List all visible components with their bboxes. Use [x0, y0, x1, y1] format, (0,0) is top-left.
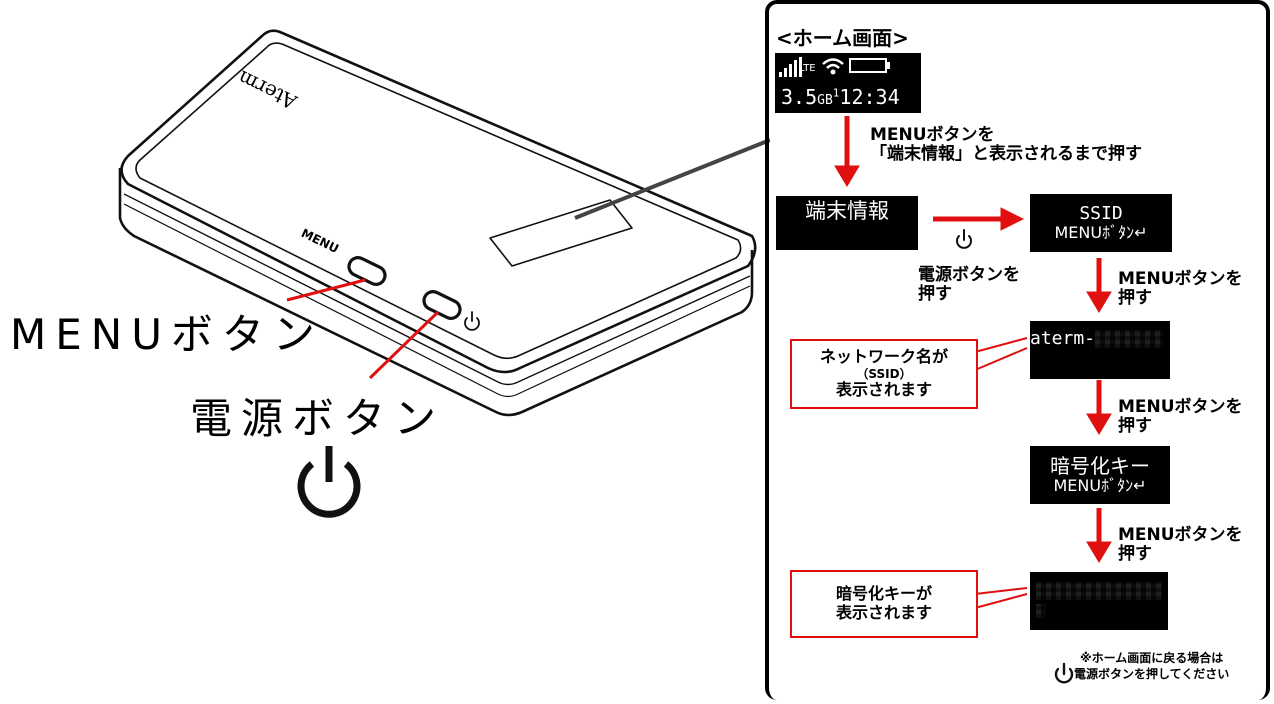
note-network-name: ネットワーク名が （SSID） 表示されます [790, 339, 978, 409]
home-screen-lcd: LTE 3.5GB112:34 [775, 53, 921, 113]
data-usage: 3.5GB112:34 [781, 85, 900, 109]
note-key: 暗号化キーが 表示されます [790, 570, 978, 638]
small-power-icon [956, 229, 972, 249]
power-push-label: 電源ボタンを 押す [918, 265, 1020, 304]
battery-tip [887, 62, 890, 69]
home-screen-title: <ホーム画面> [776, 26, 909, 50]
leader-line [574, 138, 770, 220]
battery-icon [849, 58, 887, 73]
screen-ssid-value: aterm- [1030, 321, 1170, 379]
power-icon [297, 446, 361, 518]
signal-icon [779, 57, 802, 77]
power-button-label: 電源ボタン [190, 394, 446, 443]
router-device [118, 29, 757, 417]
key-mosaic-tail [1036, 604, 1046, 618]
menu-pointer-line [286, 278, 366, 302]
screen-key: 暗号化キー MENUﾎﾞﾀﾝ↵ [1030, 446, 1170, 504]
flow-arrows [834, 116, 1112, 684]
footer-note: ※ホーム画面に戻る場合は 電源ボタンを押してください [1074, 651, 1230, 682]
power-pointer-line [368, 310, 440, 380]
instruction-1: MENUボタンを 「端末情報」と表示されるまで押す [870, 125, 1142, 164]
menu-push-label-2: MENUボタンを 押す [1118, 397, 1243, 436]
wifi-icon [822, 58, 844, 75]
menu-push-label-3: MENUボタンを 押す [1118, 525, 1243, 564]
screen-ssid: SSID MENUﾎﾞﾀﾝ↵ [1030, 194, 1172, 252]
instruction-panel [765, 0, 1270, 700]
screen-key-value [1030, 572, 1168, 630]
device-illustration [118, 29, 770, 518]
ssid-mosaic [1095, 330, 1164, 349]
menu-button-label: MENUボタン [10, 310, 324, 359]
lte-indicator: LTE [799, 63, 816, 74]
device-power-icon [464, 311, 480, 331]
device-power-button [422, 290, 462, 320]
footer-power-icon [1054, 662, 1074, 684]
screen-terminal-info: 端末情報 [776, 196, 918, 250]
key-mosaic [1036, 582, 1162, 600]
menu-push-label-1: MENUボタンを 押す [1118, 269, 1243, 308]
